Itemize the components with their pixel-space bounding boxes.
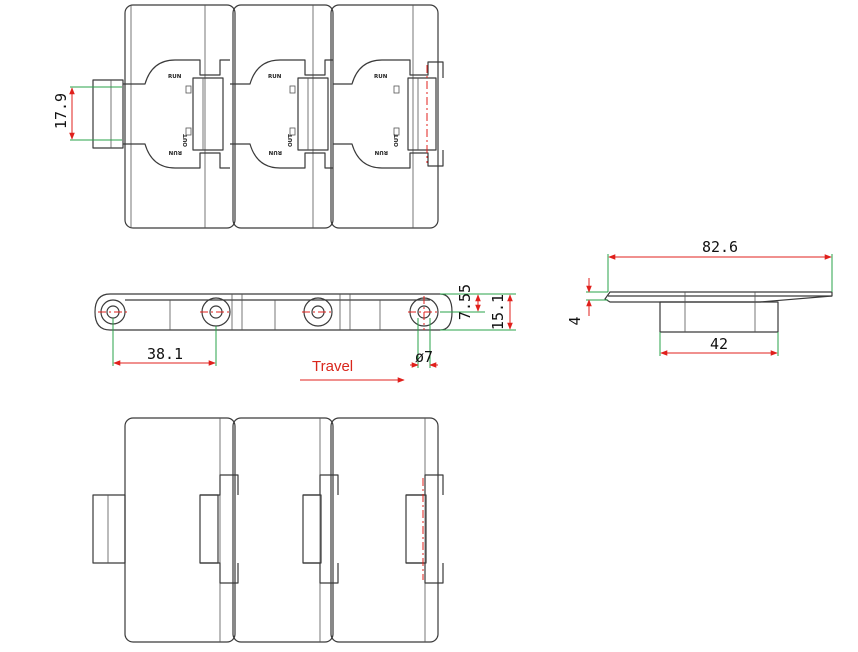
run-label-4: RUN	[168, 149, 182, 155]
dim-thickness: 7.55	[456, 284, 474, 320]
dim-width-top: 17.9	[52, 93, 70, 129]
run-label-3: RUN	[374, 74, 388, 80]
lock-icon-3	[393, 85, 400, 136]
dim-base-width: 42	[710, 335, 728, 353]
run-label-5: RUN	[268, 149, 282, 155]
run-label-1: RUN	[168, 74, 182, 80]
out-label-2: OUT	[288, 134, 294, 147]
dim-plate-thickness: 4	[566, 316, 584, 325]
lock-icon-2	[289, 85, 296, 136]
top-plate-1	[124, 4, 236, 229]
out-label-1: OUT	[183, 134, 189, 147]
top-plate-2	[232, 4, 334, 229]
lock-icon-1	[185, 85, 192, 136]
run-label-2: RUN	[268, 74, 282, 80]
end-view-base	[659, 301, 779, 333]
bottom-left-tab	[92, 494, 126, 564]
run-label-6: RUN	[374, 149, 388, 155]
dim-plate-width: 82.6	[702, 238, 738, 256]
top-view: RUN RUN RUN RUN RUN RUN OUT OUT OUT 17.9	[52, 4, 444, 229]
bottom-plate-2	[232, 417, 334, 643]
top-plate-3	[330, 4, 439, 229]
side-view: 38.1 ø7 7.55 15.1 Travel	[94, 284, 516, 383]
top-left-tab	[92, 79, 124, 149]
travel-label: Travel	[312, 358, 353, 375]
dim-height: 15.1	[489, 294, 507, 330]
bottom-view	[92, 417, 444, 643]
out-label-3: OUT	[394, 134, 400, 147]
dim-pin-diameter: ø7	[415, 348, 433, 366]
end-view: 82.6 4 42	[566, 238, 833, 356]
dim-pitch: 38.1	[147, 345, 183, 363]
bottom-plate-3	[330, 417, 439, 643]
